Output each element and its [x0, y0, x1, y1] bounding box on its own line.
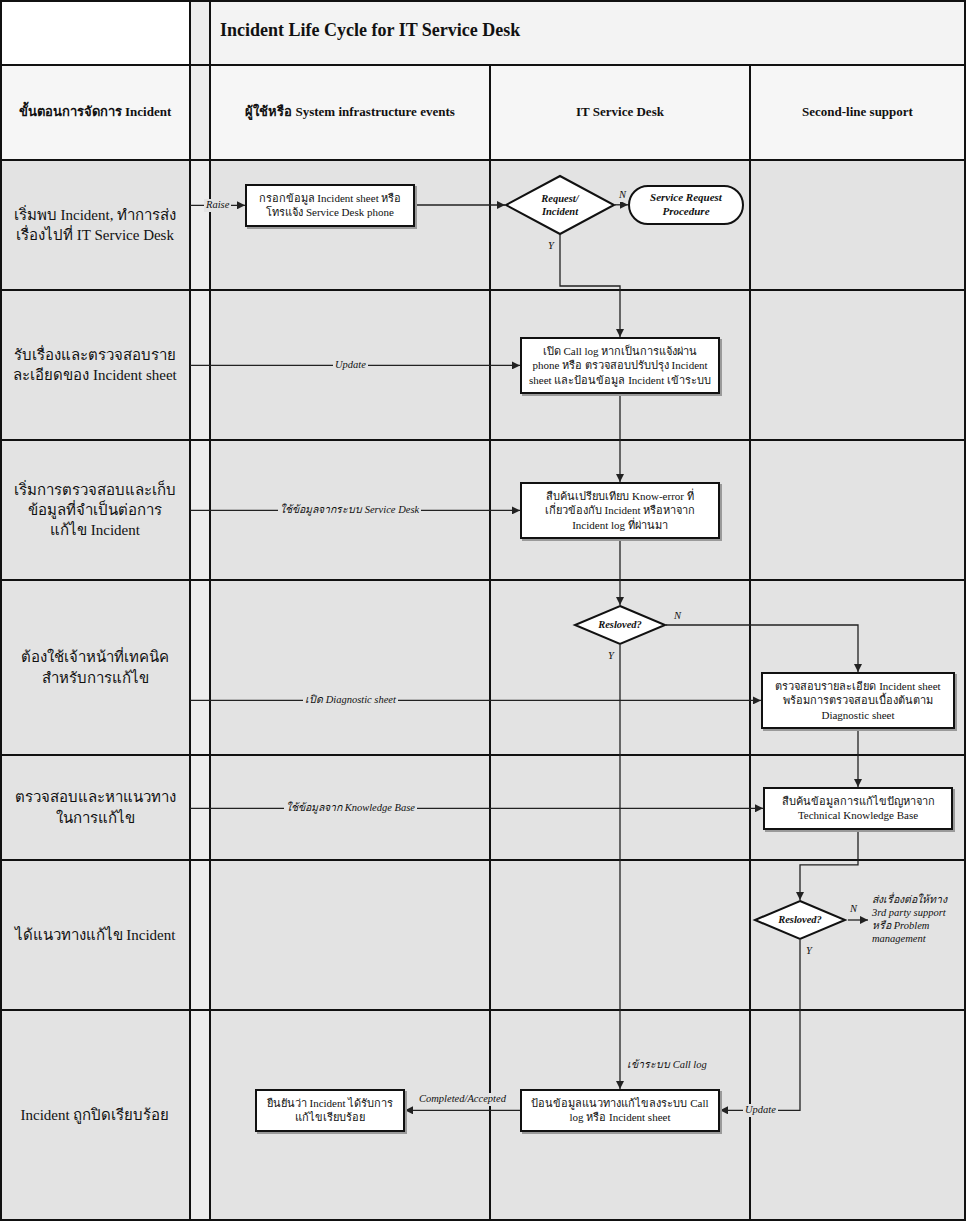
column-header-text: ขั้นตอนการจัดการ Incident	[19, 104, 171, 121]
decision-diamond: Resloved?	[754, 900, 846, 940]
column-header-text: IT Service Desk	[576, 104, 664, 121]
diamond-shape	[755, 901, 845, 939]
step-label-text: เริ่มการตรวจสอบและเก็บข้อมูลที่จำเป็นต่อ…	[10, 480, 180, 541]
decision-diamond-text: Resloved?	[598, 618, 642, 631]
process-box-text: ตรวจสอบรายละเอียด Incident sheet พร้อมกา…	[770, 679, 946, 722]
connector	[619, 394, 620, 482]
step-label: Incident ถูกปิดเรียบร้อย	[0, 1010, 190, 1220]
decision-diamond: Request/ Incident	[505, 175, 615, 235]
column-header-text: Second-line support	[802, 104, 913, 121]
edge-label: ใช้ข้อมูลจาก Knowledge Base	[284, 802, 417, 815]
step-label-text: ต้องใช้เจ้าหน้าที่เทคนิคสำหรับการแก้ไข	[10, 647, 180, 688]
edge-label: Completed/Accepted	[417, 1093, 508, 1106]
connector	[619, 539, 620, 605]
process-box: เปิด Call log หากเป็นการแจ้งผ่าน phone ห…	[520, 337, 720, 394]
title-band	[210, 0, 965, 65]
step-label: รับเรื่องและตรวจสอบรายละเอียดของ Inciden…	[0, 290, 190, 440]
column-header: Second-line support	[750, 65, 965, 160]
decision-diamond-text: Request/ Incident	[531, 192, 589, 218]
process-box: ตรวจสอบรายละเอียด Incident sheet พร้อมกา…	[761, 672, 955, 729]
connector	[619, 645, 620, 1089]
step-label: ตรวจสอบและหาแนวทางในการแก้ไข	[0, 755, 190, 860]
edge-label: Raise	[204, 199, 231, 212]
step-label: เริ่มการตรวจสอบและเก็บข้อมูลที่จำเป็นต่อ…	[0, 440, 190, 580]
spacer-column	[190, 0, 210, 1220]
diamond-shape	[575, 606, 665, 644]
process-box-text: สืบค้นเปรียบเทียบ Know-error ที่เกี่ยวข้…	[529, 489, 711, 532]
note-label: N	[850, 902, 857, 915]
connector	[800, 830, 858, 900]
connector	[190, 808, 763, 809]
edge-label: ใช้ข้อมูลจากระบบ Service Desk	[278, 504, 421, 517]
decision-diamond: Resloved?	[574, 605, 666, 645]
terminator-box-text: Service Request Procedure	[640, 191, 732, 219]
edge-label: Update	[743, 1104, 778, 1117]
escalation-arrow	[848, 919, 868, 920]
connector	[720, 940, 800, 1110]
edge-label: Y	[606, 650, 616, 663]
connector	[415, 204, 505, 205]
process-box: ป้อนข้อมูลแนวทางแก้ไขลงระบบ Call log หรื…	[520, 1089, 720, 1132]
connector	[560, 235, 620, 337]
note-label: เข้าระบบ Call log	[627, 1058, 707, 1071]
connector	[190, 700, 761, 701]
step-label: ต้องใช้เจ้าหน้าที่เทคนิคสำหรับการแก้ไข	[0, 580, 190, 755]
note-label: Y	[806, 944, 812, 957]
process-box: สืบค้นข้อมูลการแก้ไขปัญหาจาก Technical K…	[763, 787, 953, 830]
step-label-text: ตรวจสอบและหาแนวทางในการแก้ไข	[10, 787, 180, 828]
step-label-text: Incident ถูกปิดเรียบร้อย	[21, 1105, 170, 1125]
lane-ground	[0, 160, 965, 1220]
connector	[405, 1110, 520, 1111]
edge-label: Y	[546, 240, 556, 253]
edge-label: N	[617, 189, 628, 202]
process-box-text: กรอกข้อมูล Incident sheet หรือโทรแจ้ง Se…	[254, 191, 406, 220]
process-box: กรอกข้อมูล Incident sheet หรือโทรแจ้ง Se…	[245, 184, 415, 227]
edge-label: N	[672, 610, 683, 623]
column-header: ผู้ใช้หรือ System infrastructure events	[210, 65, 490, 160]
process-box-text: ป้อนข้อมูลแนวทางแก้ไขลงระบบ Call log หรื…	[529, 1096, 711, 1125]
process-box-text: ยืนยันว่า Incident ได้รับการแก้ไขเรียบร้…	[264, 1096, 396, 1125]
step-label: ได้แนวทางแก้ไข Incident	[0, 860, 190, 1010]
step-label: เริ่มพบ Incident, ทำการส่งเรื่องไปที่ IT…	[0, 160, 190, 290]
connector	[666, 625, 858, 672]
column-header: IT Service Desk	[490, 65, 750, 160]
process-box: ยืนยันว่า Incident ได้รับการแก้ไขเรียบร้…	[255, 1089, 405, 1132]
edge-label: เปิด Diagnostic sheet	[303, 694, 398, 707]
diamond-outline	[505, 175, 615, 235]
step-label-text: ได้แนวทางแก้ไข Incident	[15, 925, 176, 945]
process-box: สืบค้นเปรียบเทียบ Know-error ที่เกี่ยวข้…	[520, 482, 720, 539]
diamond-shape	[506, 176, 614, 234]
column-header-text: ผู้ใช้หรือ System infrastructure events	[245, 104, 455, 121]
terminator-box: Service Request Procedure	[628, 185, 744, 225]
note-label: ส่งเรื่องต่อให้ทาง 3rd party support หรื…	[872, 893, 960, 946]
process-box-text: สืบค้นข้อมูลการแก้ไขปัญหาจาก Technical K…	[772, 794, 944, 823]
step-label-text: เริ่มพบ Incident, ทำการส่งเรื่องไปที่ IT…	[10, 205, 180, 246]
process-box-text: เปิด Call log หากเป็นการแจ้งผ่าน phone ห…	[529, 344, 711, 387]
edge-label: Update	[333, 359, 368, 372]
column-header: ขั้นตอนการจัดการ Incident	[0, 65, 190, 160]
connector	[615, 204, 628, 205]
connector	[857, 729, 858, 787]
step-label-text: รับเรื่องและตรวจสอบรายละเอียดของ Inciden…	[10, 345, 180, 386]
diagram-title: Incident Life Cycle for IT Service Desk	[220, 20, 520, 41]
decision-diamond-text: Resloved?	[778, 913, 822, 926]
header-band	[0, 65, 965, 160]
